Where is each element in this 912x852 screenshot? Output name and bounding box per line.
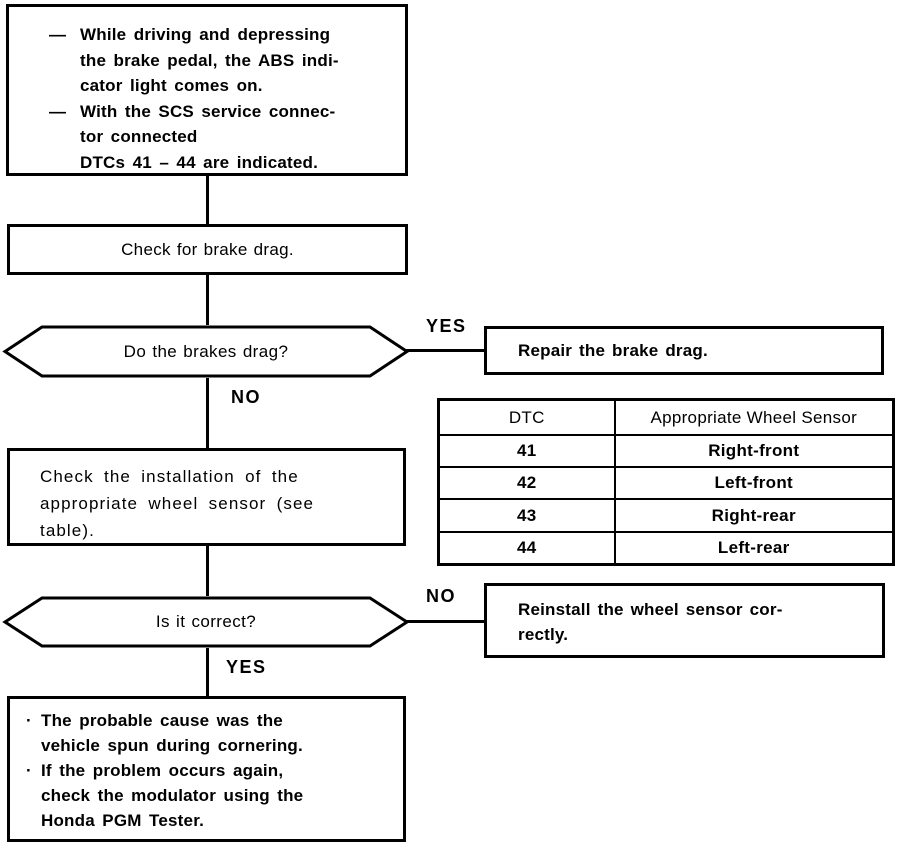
- flow-connector: [206, 546, 209, 596]
- decision2-question: Is it correct?: [155, 612, 257, 631]
- dtc-header-cell: DTC: [437, 398, 616, 436]
- decision2-hexagon: Is it correct?: [2, 596, 410, 648]
- sensor-header-cell: Appropriate Wheel Sensor: [613, 398, 895, 436]
- symptom-text: With the SCS service connec- tor connect…: [80, 101, 336, 172]
- no-label-1: NO: [231, 387, 261, 407]
- decision1-question: Do the brakes drag?: [123, 341, 289, 361]
- yes-label-2: YES: [226, 657, 267, 677]
- symptom-box: — While driving and depressing the brake…: [6, 4, 408, 176]
- no-label-2: NO: [426, 586, 456, 606]
- conclusion-list: · The probable cause was the vehicle spu…: [10, 699, 403, 833]
- flow-connector: [206, 378, 209, 448]
- dot-bullet: ·: [26, 711, 32, 730]
- flow-connector: [206, 275, 209, 325]
- decision1-hexagon: Do the brakes drag?: [2, 325, 410, 378]
- sensor-cell: Right-front: [613, 433, 895, 469]
- dtc-cell: 43: [437, 498, 616, 533]
- conclusion-text: If the problem occurs again, check the m…: [41, 761, 304, 830]
- dtc-cell: 44: [437, 530, 616, 566]
- reinstall-label: Reinstall the wheel sensor cor- rectly.: [518, 600, 783, 644]
- sensor-cell: Left-front: [613, 466, 895, 501]
- dtc-table-row: 44 Left-rear: [437, 530, 895, 566]
- step2-box: Check the installation of the appropriat…: [7, 448, 406, 546]
- dtc-cell: 42: [437, 466, 616, 501]
- yes-label-1: YES: [426, 316, 467, 336]
- flow-connector: [206, 176, 209, 224]
- reinstall-box: Reinstall the wheel sensor cor- rectly.: [484, 583, 885, 658]
- dtc-table: DTC Appropriate Wheel Sensor 41 Right-fr…: [437, 398, 895, 566]
- branch-line-1: [406, 349, 485, 352]
- symptom-text: While driving and depressing the brake p…: [80, 25, 339, 95]
- dtc-table-header-row: DTC Appropriate Wheel Sensor: [437, 398, 895, 436]
- conclusion-item: · If the problem occurs again, check the…: [26, 758, 399, 833]
- repair-box: Repair the brake drag.: [484, 326, 884, 375]
- dtc-table-row: 43 Right-rear: [437, 498, 895, 533]
- dtc-table-row: 42 Left-front: [437, 466, 895, 501]
- step1-label: Check for brake drag.: [121, 239, 294, 259]
- sensor-cell: Right-rear: [613, 498, 895, 533]
- step2-label: Check the installation of the appropriat…: [40, 467, 315, 540]
- branch-line-2: [406, 620, 485, 623]
- conclusion-item: · The probable cause was the vehicle spu…: [26, 708, 399, 758]
- conclusion-text: The probable cause was the vehicle spun …: [41, 711, 303, 755]
- flow-connector: [206, 648, 209, 696]
- dash-bullet: —: [49, 25, 66, 44]
- symptom-item: — With the SCS service connec- tor conne…: [49, 99, 399, 176]
- dtc-cell: 41: [437, 433, 616, 469]
- conclusion-box: · The probable cause was the vehicle spu…: [7, 696, 406, 842]
- sensor-cell: Left-rear: [613, 530, 895, 566]
- dtc-table-row: 41 Right-front: [437, 433, 895, 469]
- dot-bullet: ·: [26, 761, 32, 780]
- step1-box: Check for brake drag.: [7, 224, 408, 275]
- symptom-item: — While driving and depressing the brake…: [49, 22, 399, 99]
- dash-bullet: —: [49, 101, 66, 121]
- repair-label: Repair the brake drag.: [518, 341, 708, 360]
- symptom-list: — While driving and depressing the brake…: [9, 7, 405, 175]
